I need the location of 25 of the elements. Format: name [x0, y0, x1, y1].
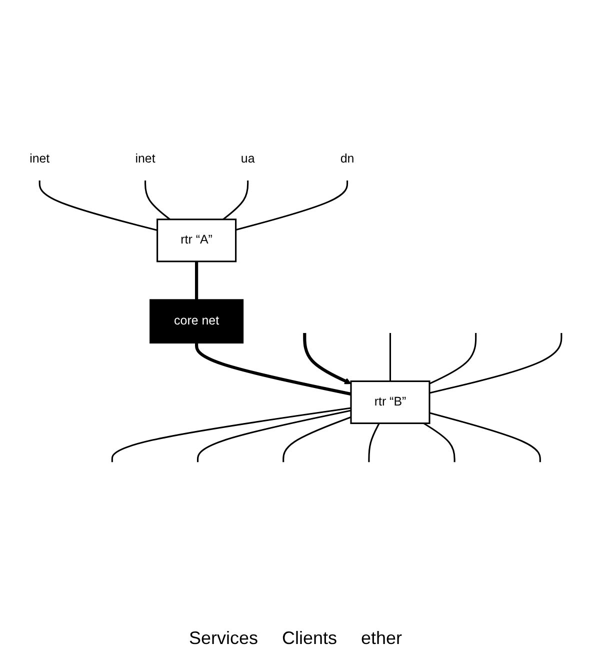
port-label: inet	[135, 152, 156, 166]
connector-line	[195, 261, 198, 300]
connector-line	[368, 422, 380, 462]
connector-line	[222, 180, 249, 220]
port-label: inet	[30, 152, 50, 166]
connector-line	[423, 422, 456, 462]
connector-line	[38, 180, 158, 232]
connector-line	[236, 180, 348, 231]
connector-line	[196, 410, 352, 462]
router-box: rtr “B”	[350, 380, 430, 424]
connector-line	[429, 412, 541, 462]
connector-line	[389, 333, 392, 382]
note-label: Clients	[282, 628, 338, 649]
connector-line	[429, 333, 562, 394]
connector-line	[429, 333, 477, 384]
connector-line	[282, 416, 352, 462]
connector-line	[144, 180, 170, 220]
port-label: ua	[240, 152, 255, 166]
arrow	[303, 333, 352, 384]
port-label: dn	[340, 152, 354, 166]
connector-line	[111, 407, 352, 462]
router-box: rtr “A”	[156, 218, 237, 262]
note-label: ether	[361, 628, 402, 649]
note-label: Services	[188, 628, 258, 649]
network-bar: core net	[150, 299, 244, 344]
